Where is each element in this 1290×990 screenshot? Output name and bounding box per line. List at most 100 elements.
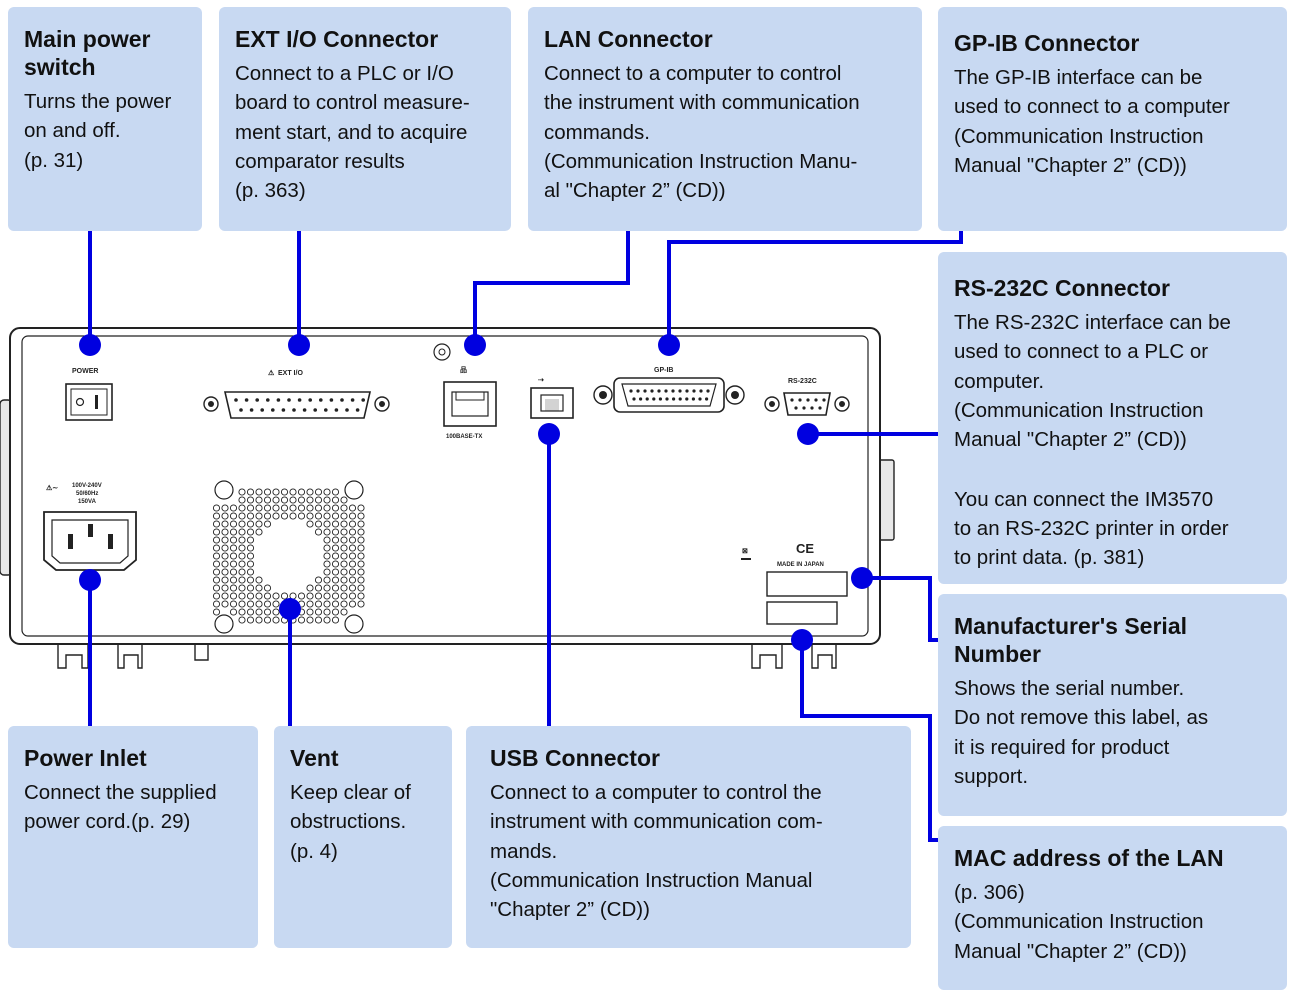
vent-hole — [340, 608, 348, 616]
vent-hole — [314, 592, 323, 600]
vent-hole — [246, 576, 255, 584]
vent-hole — [255, 608, 263, 616]
gpib-label: GP-IB — [654, 367, 673, 374]
vent-hole — [212, 560, 221, 568]
vent-callout: Vent Keep clear of obstructions. (p. 4) — [274, 726, 452, 948]
vent-hole — [212, 608, 221, 616]
rs232c-pins — [790, 398, 826, 410]
vent-hole — [331, 568, 340, 576]
vent-hole — [314, 504, 323, 512]
gpib-pin — [671, 389, 675, 393]
gpib-pin — [672, 397, 676, 401]
vent-hole — [306, 520, 314, 528]
rs232c-pin — [814, 398, 818, 402]
vent-hole — [314, 528, 323, 536]
vent-hole — [289, 512, 297, 520]
vent-hole — [246, 616, 255, 624]
vent-hole — [229, 512, 238, 520]
ext-io-pin — [292, 408, 296, 412]
gpib-pin — [639, 397, 643, 401]
vent-hole — [340, 568, 348, 576]
vent-hole — [238, 616, 246, 624]
vent-hole — [246, 536, 255, 544]
vent-hole — [289, 488, 297, 496]
vent-hole — [212, 528, 221, 536]
gpib-pin — [643, 389, 647, 393]
vent-hole — [246, 504, 255, 512]
dot-serial — [851, 567, 873, 589]
vent-hole — [229, 520, 238, 528]
vent-hole — [229, 552, 238, 560]
vent-hole — [306, 504, 314, 512]
rs232c-label: RS-232C — [788, 378, 817, 385]
vent-hole — [340, 536, 348, 544]
vent-hole — [331, 496, 340, 504]
callout-body: The RS-232C interface can be used to con… — [954, 311, 1231, 452]
power-inlet-callout: Power Inlet Connect the supplied power c… — [8, 726, 258, 948]
dot-gpib — [658, 334, 680, 356]
vent-hole — [221, 504, 229, 512]
vent-hole — [331, 520, 340, 528]
rs232c-pin — [802, 406, 806, 410]
vent-hole — [212, 504, 221, 512]
dot-mac — [791, 629, 813, 651]
vent-hole — [255, 600, 263, 608]
ext-io-port: ⚠ EXT I/O — [203, 369, 390, 419]
lan-port-label: 100BASE-TX — [446, 434, 482, 440]
vent-hole — [246, 488, 255, 496]
vent-hole — [212, 552, 221, 560]
gpib-pin — [685, 397, 689, 401]
vent-hole — [246, 600, 255, 608]
vent-hole — [238, 552, 246, 560]
callout-title: Main power switch — [24, 26, 151, 81]
vent-hole — [357, 592, 365, 600]
ext-io-pin — [308, 398, 313, 402]
vent-hole — [331, 544, 340, 552]
mac-address-label — [766, 601, 838, 625]
vent-hole — [331, 616, 340, 624]
vent-hole — [280, 592, 289, 600]
vent-hole — [357, 520, 365, 528]
vent-hole — [297, 616, 306, 624]
ce-mark: CE — [796, 541, 814, 556]
vent-hole — [212, 544, 221, 552]
dot-power-inlet — [79, 569, 101, 591]
vent-hole — [357, 536, 365, 544]
vent-hole — [348, 512, 357, 520]
vent-hole — [255, 616, 263, 624]
gpib-pin — [645, 397, 649, 401]
ext-io-pin — [234, 398, 238, 402]
vent-hole — [238, 504, 246, 512]
vent-hole — [229, 576, 238, 584]
rs232c-pin — [790, 398, 794, 402]
vent-hole — [323, 528, 331, 536]
vent-hole — [238, 544, 246, 552]
svg-text:⇢: ⇢ — [538, 377, 544, 384]
vent-hole — [340, 544, 348, 552]
gpib-port: GP-IB — [593, 367, 745, 413]
vent-hole — [229, 536, 238, 544]
leader-gpib — [667, 231, 963, 345]
ext-io-pin — [281, 408, 286, 412]
dot-rs232c — [797, 423, 819, 445]
power-switch: POWER — [65, 368, 113, 421]
vent-hole — [357, 528, 365, 536]
vent-hole — [221, 520, 229, 528]
vent-hole — [238, 576, 246, 584]
made-in-label: MADE IN JAPAN — [777, 562, 824, 568]
dot-ext-io — [288, 334, 310, 356]
vent-hole — [331, 504, 340, 512]
vent-hole — [246, 568, 255, 576]
vent-hole — [323, 608, 331, 616]
callout-title: RS-232C Connector — [954, 275, 1170, 301]
ext-io-pin — [249, 408, 254, 412]
vent-hole — [263, 504, 272, 512]
vent-hole — [348, 504, 357, 512]
callout-body: Connect to a computer to control the ins… — [490, 781, 823, 922]
lan-port: 品 100BASE-TX — [433, 343, 497, 440]
vent-hole — [263, 584, 272, 592]
leader-lines — [88, 231, 963, 842]
leader-mac — [800, 640, 938, 842]
vent-hole — [238, 488, 246, 496]
vent-hole — [323, 544, 331, 552]
